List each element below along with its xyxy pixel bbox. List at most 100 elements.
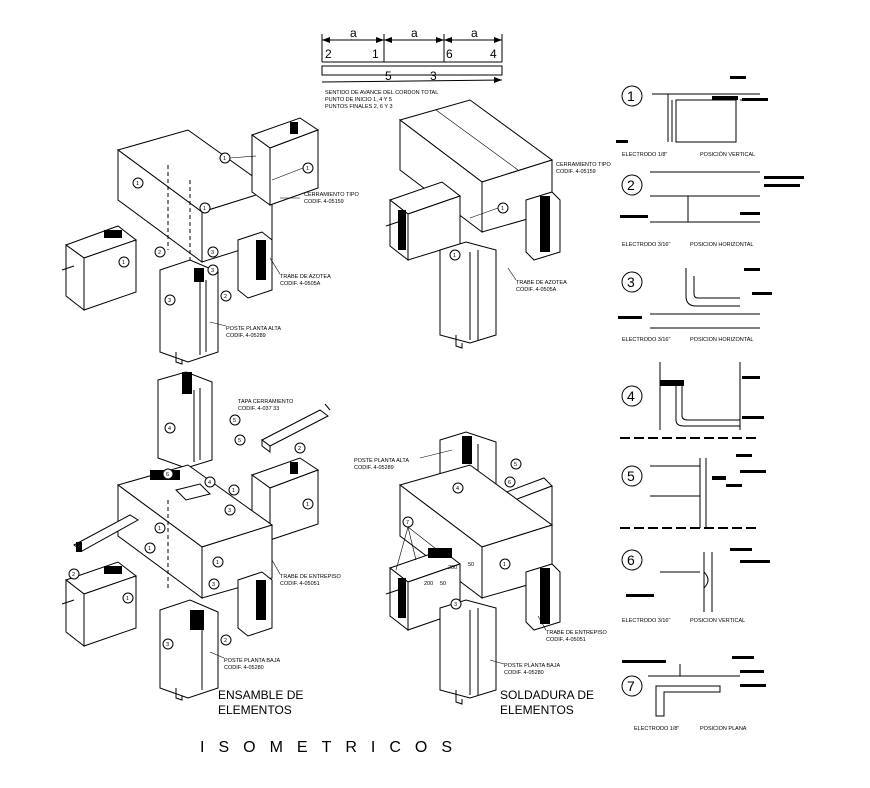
svg-text:2: 2	[158, 250, 161, 256]
caption-ensamble-line2: ELEMENTOS	[218, 703, 292, 717]
svg-text:1: 1	[306, 502, 309, 508]
detail-6-position: POSICION VERTICAL	[690, 618, 745, 624]
svg-text:1: 1	[232, 488, 235, 494]
label-tapa-cerramiento-code: CODIF. 4-037 33	[238, 406, 279, 412]
label-poste-baja-a-code: CODIF. 4-05280	[224, 665, 264, 671]
label-trabe-azotea-b-code: CODIF. 4-0505A	[516, 287, 557, 293]
note-line-2: PUNTO DE INICIO 1, 4 Y 5	[325, 97, 392, 103]
svg-text:1: 1	[453, 253, 456, 259]
svg-text:1: 1	[223, 156, 226, 162]
weld-detail-5: 5	[620, 454, 766, 529]
detail-1-electrode: ELECTRODO 1/8"	[622, 152, 667, 158]
label-cerramiento-b-code: CODIF. 4-05159	[556, 169, 596, 175]
seq-num-5: 5	[385, 69, 392, 83]
dim-a-2: a	[411, 26, 418, 40]
seq-num-4: 4	[490, 47, 497, 61]
svg-text:1: 1	[158, 526, 161, 532]
label-trabe-azotea-b: TRABE DE AZOTEA	[516, 280, 567, 286]
svg-text:4: 4	[627, 388, 635, 404]
svg-text:1: 1	[148, 546, 151, 552]
dim-a-3: a	[471, 26, 478, 40]
svg-text:3: 3	[211, 268, 214, 274]
label-cerramiento-b: CERRAMIENTO TIPO	[556, 162, 612, 168]
label-trabe-azotea-a-code: CODIF. 4-0505A	[280, 281, 321, 287]
svg-text:2: 2	[224, 294, 227, 300]
detail-3-position: POSICION HORIZONTAL	[690, 337, 753, 343]
seq-num-6: 6	[446, 47, 453, 61]
svg-text:3: 3	[166, 642, 169, 648]
detail-2-position: POSICION HORIZONTAL	[690, 242, 753, 248]
label-trabe-entrepiso-b-code: CODIF. 4-05051	[546, 637, 586, 643]
weld-detail-7: 7 ELECTRODO 1/8" POSICION PLANA	[621, 656, 766, 732]
sheet-title: ISOMETRICOS	[200, 739, 466, 756]
dim-50-a: 50	[468, 562, 474, 568]
svg-text:4: 4	[168, 426, 171, 432]
label-cerramiento-a: CERRAMIENTO TIPO	[304, 192, 360, 198]
label-poste-alta-b: POSTE PLANTA ALTA	[354, 458, 409, 464]
svg-text:5: 5	[238, 438, 241, 444]
label-poste-alta-a: POSTE PLANTA ALTA	[226, 326, 281, 332]
assembly-bottom-middle: 4 5 6 7 1 3 200 200 50 50 POSTE PLANTA A…	[354, 431, 608, 705]
detail-1-position: POSICIÓN VERTICAL	[700, 151, 755, 158]
caption-soldadura-line2: ELEMENTOS	[500, 703, 574, 717]
svg-text:1: 1	[126, 596, 129, 602]
label-trabe-entrepiso-b: TRABE DE ENTREPISO	[546, 630, 608, 636]
weld-detail-1: 1 ELECTRODO 1/8" POSICIÓN VERTICAL	[616, 76, 768, 158]
svg-text:4: 4	[208, 480, 211, 486]
svg-text:6: 6	[166, 472, 169, 478]
svg-text:4: 4	[456, 486, 459, 492]
assembly-top-middle: 1 1 CERRAMIENTO TIPO CODIF. 4-05159 TRAB…	[385, 99, 612, 349]
weld-detail-3: 3 ELECTRODO 3/16" POSICION HORIZONTAL	[618, 268, 772, 343]
svg-text:2: 2	[627, 177, 635, 193]
label-poste-alta-b-code: CODIF. 4-05289	[354, 465, 394, 471]
svg-text:1: 1	[501, 206, 504, 212]
weld-sequence-dimension-bar: a a a 2 1 6 4 5 3 SENTIDO DE AVANCE DEL …	[321, 26, 503, 110]
svg-text:1: 1	[306, 166, 309, 172]
dim-50-b: 50	[440, 581, 446, 587]
weld-detail-2: 2 ELECTRODO 3/16" POSICION HORIZONTAL	[620, 171, 804, 248]
svg-text:1: 1	[216, 560, 219, 566]
svg-text:3: 3	[454, 602, 457, 608]
svg-text:3: 3	[168, 298, 171, 304]
svg-text:6: 6	[508, 480, 511, 486]
note-line-1: SENTIDO DE AVANCE DEL CORDON TOTAL	[325, 90, 438, 96]
svg-text:3: 3	[627, 274, 635, 290]
svg-text:3: 3	[228, 508, 231, 514]
svg-text:7: 7	[406, 520, 409, 526]
svg-text:1: 1	[627, 88, 635, 104]
seq-num-3: 3	[430, 69, 437, 83]
svg-text:1: 1	[122, 260, 125, 266]
svg-text:1: 1	[203, 206, 206, 212]
detail-7-position: POSICION PLANA	[700, 726, 747, 732]
svg-text:2: 2	[298, 446, 301, 452]
dim-a-1: a	[350, 26, 357, 40]
dim-200-a: 200	[448, 565, 457, 571]
svg-text:3: 3	[211, 250, 214, 256]
svg-text:1: 1	[503, 562, 506, 568]
svg-text:1: 1	[136, 181, 139, 187]
detail-2-electrode: ELECTRODO 3/16"	[622, 242, 670, 248]
label-trabe-entrepiso-a: TRABE DE ENTREPISO	[280, 574, 342, 580]
svg-text:5: 5	[514, 462, 517, 468]
detail-6-electrode: ELECTRODO 3/16"	[622, 618, 670, 624]
label-poste-alta-a-code: CODIF. 4-05289	[226, 333, 266, 339]
svg-text:5: 5	[627, 468, 635, 484]
seq-num-2: 2	[325, 47, 332, 61]
label-poste-baja-a: POSTE PLANTA BAJA	[224, 658, 280, 664]
svg-text:5: 5	[233, 418, 236, 424]
assembly-bottom-left: 4 5 5 2 4 6 1 1 1 3 1 1 2 1 3 3 2 TAPA C…	[61, 371, 342, 701]
label-trabe-entrepiso-a-code: CODIF. 4-05051	[280, 581, 320, 587]
label-trabe-azotea-a: TRABE DE AZOTEA	[280, 274, 331, 280]
label-cerramiento-a-code: CODIF. 4-05159	[304, 199, 344, 205]
svg-text:2: 2	[72, 572, 75, 578]
svg-text:2: 2	[224, 638, 227, 644]
dim-200-b: 200	[424, 581, 433, 587]
note-line-3: PUNTOS FINALES 2, 6 Y 3	[325, 104, 393, 110]
weld-detail-4: 4	[620, 362, 764, 439]
seq-num-1: 1	[372, 47, 379, 61]
caption-ensamble-line1: ENSAMBLE DE	[218, 688, 303, 702]
label-tapa-cerramiento: TAPA CERRAMIENTO	[238, 399, 294, 405]
label-poste-baja-b: POSTE PLANTA BAJA	[504, 663, 560, 669]
label-poste-baja-b-code: CODIF. 4-05280	[504, 670, 544, 676]
